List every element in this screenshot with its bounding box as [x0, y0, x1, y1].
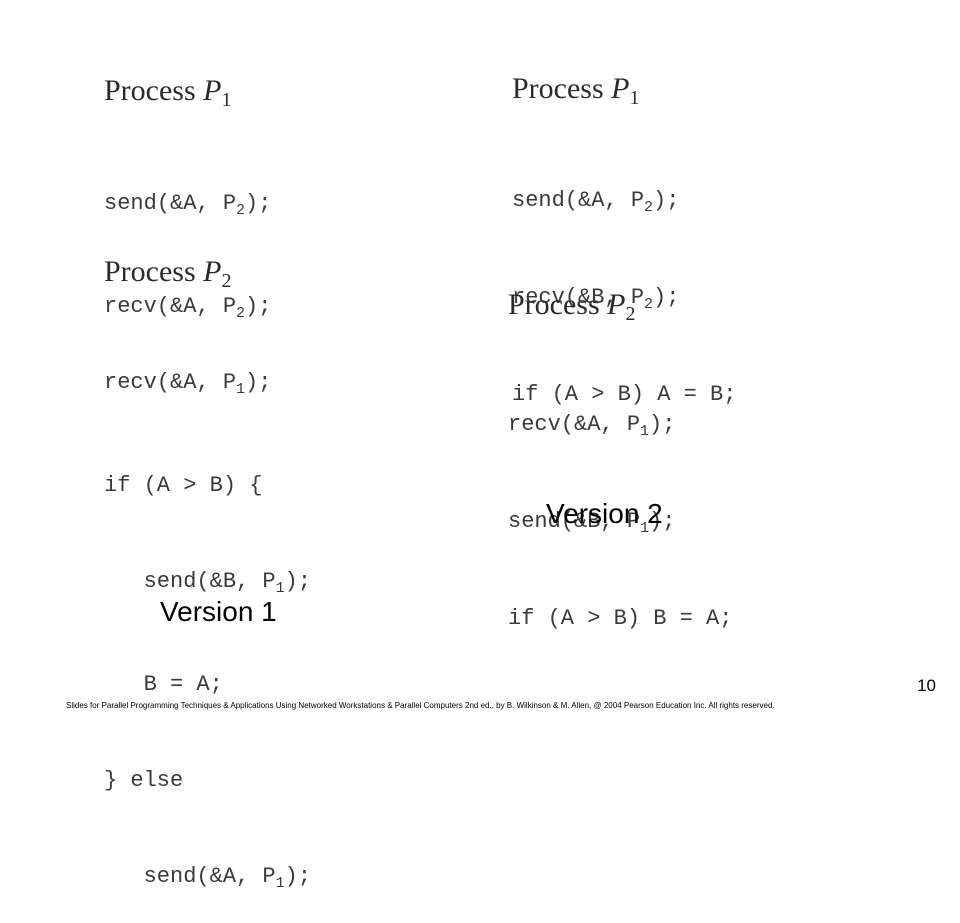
v2-process1-code: send(&A, P2); recv(&B, P2); if (A > B) A… — [512, 136, 736, 434]
v2-p1-sub: 1 — [629, 87, 640, 109]
code-line: recv(&B, P2); — [512, 285, 680, 313]
page-number: 10 — [917, 676, 936, 695]
code-line: recv(&A, P1); — [508, 412, 676, 440]
code-line: recv(&A, P2); — [104, 294, 272, 322]
code-line: if (A > B) { — [104, 473, 263, 498]
version1-label: Version 1 — [160, 596, 277, 627]
code-line: recv(&A, P1); — [104, 370, 272, 398]
v2-p2-var: P — [607, 288, 626, 321]
v2-p1-title: Process — [512, 72, 604, 105]
code-line: send(&A, P1); — [104, 864, 312, 892]
code-line: send(&B, P1); — [104, 569, 312, 597]
footer-copyright: Slides for Parallel Programming Techniqu… — [66, 701, 775, 710]
code-line: send(&A, P2); — [512, 188, 680, 216]
v1-p2-var: P — [203, 255, 222, 288]
code-line: send(&B, P1); — [508, 509, 676, 537]
v1-p2-title: Process — [104, 255, 196, 288]
v2-process2-code: recv(&A, P1); send(&B, P1); if (A > B) B… — [508, 360, 732, 658]
code-line: if (A > B) A = B; — [512, 382, 737, 407]
v1-process2-heading: Process P2 — [104, 255, 231, 298]
v1-p1-var: P — [203, 74, 222, 107]
version2-label: Version 2 — [546, 498, 663, 529]
v1-p2-sub: 2 — [221, 270, 232, 292]
v1-p1-title: Process — [104, 74, 196, 107]
code-line: B = A; — [104, 672, 223, 697]
code-line: send(&A, P2); — [104, 191, 272, 219]
v2-p2-sub: 2 — [625, 303, 636, 325]
v2-p1-var: P — [611, 72, 630, 105]
code-line: } else — [104, 768, 184, 793]
code-line: if (A > B) B = A; — [508, 606, 733, 631]
v2-p2-title: Process — [508, 288, 600, 321]
v1-process1-code: send(&A, P2); recv(&A, P2); — [104, 139, 271, 353]
v1-process1-heading: Process P1 — [104, 74, 231, 117]
v1-p1-sub: 1 — [221, 89, 232, 111]
v2-process1-heading: Process P1 — [512, 72, 639, 115]
v2-process2-heading: Process P2 — [508, 288, 635, 331]
